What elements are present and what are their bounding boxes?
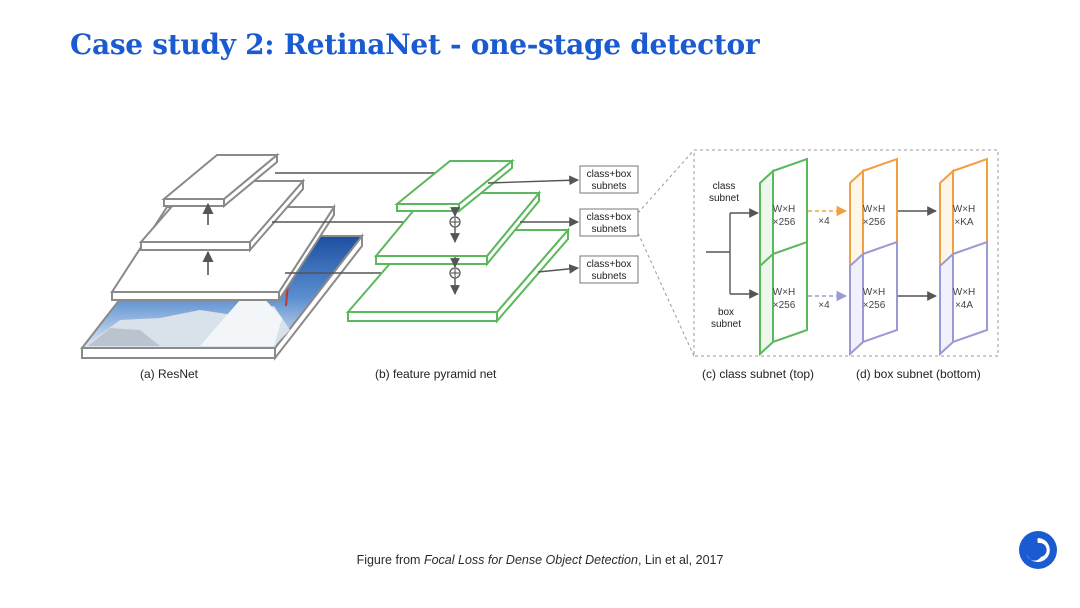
subnet-detail: class subnet box subnet W×H ×256 ×4 W×H … — [706, 157, 988, 357]
svg-text:×4A: ×4A — [955, 300, 973, 311]
panel-label-b: (b) feature pyramid net — [375, 367, 497, 381]
svg-text:×256: ×256 — [863, 300, 886, 311]
box-output-map: W×H ×4A — [939, 240, 988, 357]
svg-text:W×H: W×H — [863, 287, 886, 298]
panel-label-d: (d) box subnet (bottom) — [856, 367, 981, 381]
caption-suffix: , Lin et al, 2017 — [637, 553, 724, 567]
fpn-output-arrow — [537, 264, 579, 274]
svg-text:×256: ×256 — [773, 300, 796, 311]
box-subnet-label: box — [718, 307, 734, 318]
caption-source-title: Focal Loss for Dense Object Detection — [423, 553, 638, 567]
svg-text:W×H: W×H — [773, 287, 796, 298]
svg-text:×KA: ×KA — [954, 217, 974, 228]
box-hidden-feature: W×H ×256 — [849, 240, 898, 357]
svg-text:W×H: W×H — [953, 204, 976, 215]
svg-text:subnets: subnets — [591, 181, 626, 192]
subnet-box-middle: class+box subnets — [579, 208, 639, 237]
subnet-detail-frame — [693, 149, 999, 357]
figure-caption: Figure from Focal Loss for Dense Object … — [0, 553, 1080, 567]
svg-text:×256: ×256 — [863, 217, 886, 228]
svg-text:W×H: W×H — [953, 287, 976, 298]
zoom-guide — [637, 149, 695, 214]
svg-text:class+box: class+box — [587, 169, 632, 180]
svg-text:subnets: subnets — [591, 224, 626, 235]
svg-text:W×H: W×H — [863, 204, 886, 215]
box-repeat-label: ×4 — [818, 300, 830, 311]
zoom-guide — [637, 232, 695, 357]
svg-text:W×H: W×H — [773, 204, 796, 215]
svg-text:subnet: subnet — [711, 319, 741, 330]
resnet-backbone — [79, 152, 460, 361]
resnet-layer-5 — [161, 152, 280, 209]
class-subnet-label: class — [713, 181, 736, 192]
class-output-map: W×H ×KA — [939, 157, 988, 274]
panel-label-c: (c) class subnet (top) — [702, 367, 814, 381]
panel-label-a: (a) ResNet — [140, 367, 199, 381]
svg-text:class+box: class+box — [587, 259, 632, 270]
fpn-output-arrow — [487, 175, 579, 186]
svg-text:class+box: class+box — [587, 212, 632, 223]
box-feature-map: W×H ×256 — [759, 240, 808, 357]
swirl-logo-icon — [1019, 531, 1057, 569]
svg-text:subnet: subnet — [709, 193, 739, 204]
svg-text:subnets: subnets — [591, 271, 626, 282]
caption-prefix: Figure from — [356, 553, 424, 567]
page-title: Case study 2: RetinaNet - one-stage dete… — [70, 28, 760, 61]
fpn-pyramid — [345, 158, 579, 324]
subnet-box-top: class+box subnets — [579, 165, 639, 194]
svg-text:×256: ×256 — [773, 217, 796, 228]
class-repeat-label: ×4 — [818, 216, 830, 227]
subnet-box-bottom: class+box subnets — [579, 255, 639, 284]
